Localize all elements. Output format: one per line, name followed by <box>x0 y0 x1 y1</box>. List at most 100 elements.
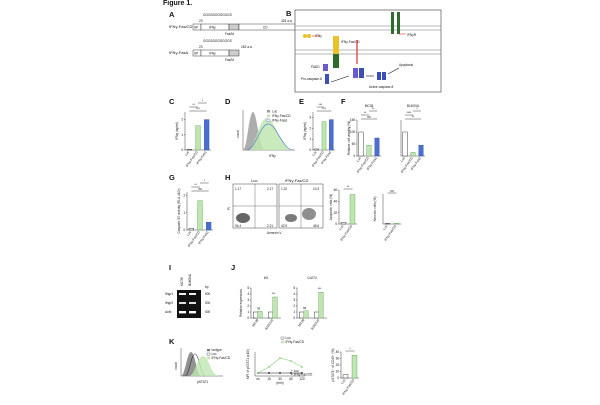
b-label-apoptosis: Apoptosis <box>399 63 413 67</box>
f-mc38-xlabel-0: Luc <box>356 156 362 163</box>
k-line-xlabel: (min) <box>276 381 283 385</box>
h-bar-1-sig-0: ns <box>390 189 394 193</box>
k-bar-ytick-label-0: 0 <box>337 376 339 380</box>
j-0-sig-0: ns <box>257 306 261 310</box>
b-receptor-1 <box>391 12 394 34</box>
a-note-2: Fas/M <box>225 58 234 62</box>
h-q-0-1: 2.17 <box>267 187 273 191</box>
b-label-procasp: Pro-caspase-8 <box>301 77 322 81</box>
f-b16-sig-2: * <box>416 107 418 111</box>
e-ytick-label-3: 3 <box>309 116 311 120</box>
b-active-1 <box>377 72 381 80</box>
e-ylabel: IFNγ (ng/ml) <box>303 122 307 140</box>
e-sig-1: *** <box>318 103 322 107</box>
h-bar-1-bar-0 <box>384 223 391 225</box>
k-line-point-1-0 <box>257 372 259 374</box>
k-line-point-0-1 <box>268 372 270 374</box>
f-mc38-sig-0: ns <box>367 115 371 119</box>
b-active-2 <box>382 72 386 80</box>
a-row-label-2: IFNγ-FasΔ <box>169 50 188 55</box>
f-b16-sig-0: ** <box>412 115 415 119</box>
h-bar-0-ytick-label-2: 40 <box>334 199 338 203</box>
h-bar-0-ytick-label-3: 60 <box>334 188 338 192</box>
j-1-sig-1: *** <box>318 287 322 291</box>
j-0-bar-1-1 <box>272 296 278 319</box>
h-q-0-0: 1.17 <box>235 187 241 191</box>
e-bar-0 <box>314 148 319 151</box>
j-1-xlabel-1: B16OVA <box>310 318 321 331</box>
e-ytick-label-0: 0 <box>309 148 311 152</box>
f-mc38-ytick-label-2: 100 <box>350 130 356 134</box>
f-b16-sig-1: **** <box>407 111 413 115</box>
h-xlabel: Annexin V <box>267 231 282 235</box>
e-bar-2 <box>329 119 334 151</box>
i-bp-1: 500 <box>205 301 211 305</box>
h-bar-0-ytick-label-0: 0 <box>335 222 337 226</box>
h-q-1-1: 10.3 <box>313 187 319 191</box>
a-aa-end-2: 263 a.a. <box>241 45 253 49</box>
j-1-ytick-label-5: 5 <box>293 286 295 290</box>
j-0-ytick-label-3: 3 <box>247 298 249 302</box>
i-band-0-1 <box>189 293 196 295</box>
b-ifng-ligand-2 <box>307 34 311 38</box>
panel-letter-k: K <box>169 337 175 346</box>
a-row-label-1: IFNγ-Fas/CD <box>169 24 192 29</box>
i-band-2-1 <box>189 311 196 314</box>
b-fadd-box <box>323 64 328 71</box>
k-legend-1: Luc <box>212 352 218 356</box>
b-arrow-1 <box>330 75 350 83</box>
j-ylabel: Relative expression <box>239 289 243 317</box>
f-mc38-bar-2 <box>374 137 380 157</box>
h-bar-0-ylabel: Apoptotic cells (%) <box>329 194 333 220</box>
f-group-title-0: MC38 <box>365 104 374 108</box>
g-ytick-label-2: 2 <box>183 194 185 198</box>
f-b16-bar-2 <box>418 144 424 157</box>
g-bar-0 <box>188 228 194 231</box>
j-1-sig-0: ns <box>303 306 307 310</box>
g-sig-0: ns <box>198 187 202 191</box>
h-q-1-0: 1.22 <box>281 187 287 191</box>
a-aa-end-1: 325 a.a. <box>281 19 293 23</box>
i-gene-2: Actb <box>165 310 172 314</box>
i-band-0-0 <box>179 293 186 295</box>
h-q-0-2: 94.4 <box>235 224 241 228</box>
f-mc38-ytick-label-1: 50 <box>352 142 356 146</box>
h-cloud-1a <box>285 214 297 222</box>
j-0-ytick-label-4: 4 <box>247 292 249 296</box>
a-seg-cd-label-1: CD <box>263 26 268 30</box>
k-xlabel: pSTAT1 <box>197 380 208 384</box>
panel-letter-c: C <box>169 97 175 106</box>
c-ylabel: IFNγ (ng/ml) <box>175 122 179 140</box>
a-seg-fas-1 <box>228 23 240 31</box>
h-bar-0-ytick-label-1: 20 <box>334 211 338 215</box>
k-line-legend-0: + Luc <box>291 369 299 373</box>
b-procasp-box <box>325 74 329 84</box>
j-0-bar-1-0 <box>268 311 273 319</box>
j-0-bar-0-0 <box>253 311 258 319</box>
k-legend-swatch-1 <box>206 352 211 356</box>
k-line-xtick-3: 60 <box>289 377 293 381</box>
j-0-xlabel-1: B16OVA <box>264 318 275 331</box>
j-legend-swatch-1 <box>281 341 284 344</box>
e-xlabel-0: Luc <box>311 150 317 157</box>
f-mc38-ytick-label-3: 150 <box>350 118 356 122</box>
c-bar-0 <box>186 149 192 151</box>
a-linker-1: GGGSGGGSGGGS <box>203 13 232 17</box>
j-1-ytick-label-4: 4 <box>293 292 295 296</box>
b-label-fadd: FADD <box>311 65 320 69</box>
k-line-point-1-1 <box>268 366 270 368</box>
e-sig-0: *** <box>322 107 326 111</box>
b-frame <box>294 9 442 93</box>
k-line-ylabel: MFI of pSTAT1 (x10³) <box>246 349 250 379</box>
h-title-0: Luc <box>251 178 257 183</box>
b-receptor-2 <box>397 12 400 34</box>
j-0-ytick-label-2: 2 <box>247 304 249 308</box>
d-hist-fasdelta <box>246 123 294 151</box>
panel-letter-g: G <box>169 173 175 182</box>
a-seg-cd-1 <box>238 23 298 31</box>
